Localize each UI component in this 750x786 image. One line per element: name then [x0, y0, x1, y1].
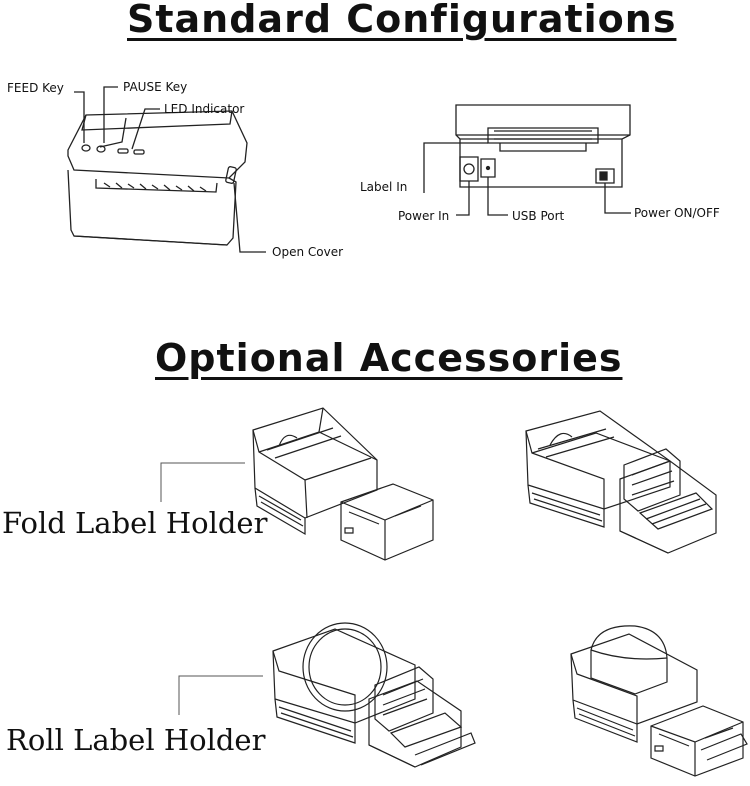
led-indicator — [118, 149, 128, 153]
feed-key-label: FEED Key — [7, 81, 64, 95]
power-in-socket — [460, 157, 478, 181]
roll-label-holder-leader — [178, 673, 268, 723]
usb-port-leader — [488, 177, 508, 215]
fold-label-holder-with-printer-open — [520, 405, 730, 565]
pause-key-label: PAUSE Key — [123, 80, 188, 94]
pause-key-leader — [104, 87, 118, 143]
open-cover-leader — [234, 183, 266, 252]
label-in-label: Label In — [360, 180, 408, 194]
rear-housing — [456, 105, 630, 187]
usb-port-label: USB Port — [512, 209, 565, 223]
label-in-slot — [488, 128, 598, 143]
feed-key-leader — [74, 92, 84, 143]
fold-label-holder-leader — [160, 460, 250, 510]
optional-accessories-heading: Optional Accessories — [155, 336, 623, 380]
roll-label-holder-with-printer-front — [565, 618, 750, 778]
cover-release-latch — [225, 166, 236, 183]
power-switch-leader — [605, 183, 631, 213]
power-in-label: Power In — [398, 209, 450, 223]
power-switch-label: Power ON/OFF — [634, 206, 720, 220]
fold-label-holder-with-printer-front — [245, 400, 445, 575]
roll-label-holder-with-printer-open — [265, 615, 480, 775]
led-indicator-leader — [132, 109, 160, 149]
printer-body — [68, 170, 236, 245]
printer-lid — [68, 111, 247, 178]
fold-label-holder-label: Fold Label Holder — [2, 506, 268, 540]
roll-label-holder-label: Roll Label Holder — [6, 723, 266, 757]
open-cover-label: Open Cover — [272, 245, 344, 259]
printer-front-view — [0, 70, 360, 270]
standard-configurations-heading: Standard Configurations — [127, 0, 677, 41]
label-in-leader — [424, 143, 488, 193]
pause-button — [97, 146, 105, 152]
feed-button — [82, 145, 90, 151]
printer-rear-view — [360, 95, 740, 235]
power-in-leader — [456, 181, 469, 215]
led-indicator-label: LED Indicator — [164, 102, 245, 116]
